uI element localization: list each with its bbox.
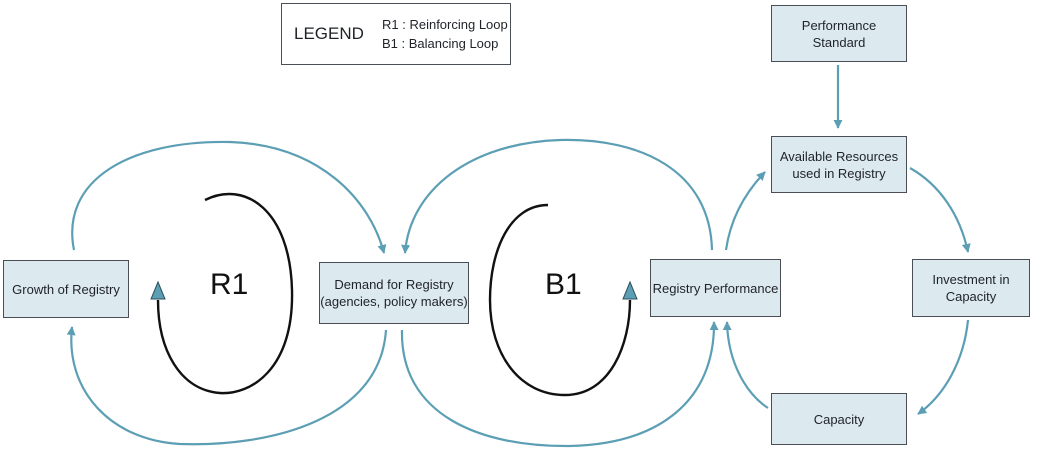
node-label: Performance xyxy=(801,17,877,33)
loop-label-b1: B1 xyxy=(545,268,582,301)
arrow-performance-to-resources xyxy=(724,171,766,251)
node-label: Registry Performance xyxy=(652,280,779,296)
legend-item-r1: R1 : Reinforcing Loop xyxy=(382,17,508,32)
node-label: used in Registry xyxy=(792,165,886,181)
arrow-demand-to-growth xyxy=(66,326,388,446)
node-label: Standard xyxy=(812,34,866,50)
node-label: Growth of Registry xyxy=(12,281,120,297)
legend-items: R1 : Reinforcing Loop B1 : Balancing Loo… xyxy=(382,15,508,53)
node-demand-for-registry: Demand for Registry (agencies, policy ma… xyxy=(319,262,469,324)
legend-title: LEGEND xyxy=(294,24,364,43)
node-growth-of-registry: Growth of Registry xyxy=(3,260,129,318)
arrow-demand-to-performance xyxy=(400,321,719,448)
arrow-investment-to-capacity xyxy=(917,319,970,415)
node-available-resources: Available Resources used in Registry xyxy=(771,136,907,193)
b1-loop-arc xyxy=(488,203,632,397)
legend-item-b1: B1 : Balancing Loop xyxy=(382,36,499,51)
arrow-resources-to-investment xyxy=(909,167,971,253)
node-label: Capacity xyxy=(945,289,997,304)
node-label: Capacity xyxy=(813,411,865,427)
node-label: Demand for Registry xyxy=(334,277,454,292)
node-investment-in-capacity: Investment in Capacity xyxy=(912,259,1030,317)
arrow-performance-to-demand xyxy=(401,138,714,254)
legend-box: LEGEND R1 : Reinforcing Loop B1 : Balanc… xyxy=(281,3,511,65)
node-label: Available Resources xyxy=(779,148,899,164)
node-registry-performance: Registry Performance xyxy=(650,259,781,317)
arrow-growth-to-demand xyxy=(71,140,387,254)
b1-loop-arrowhead xyxy=(622,280,638,300)
node-capacity: Capacity xyxy=(771,393,907,445)
node-label: (agencies, policy makers) xyxy=(320,294,468,309)
r1-loop-arc xyxy=(156,192,294,395)
r1-loop-arrowhead xyxy=(150,280,166,300)
node-performance-standard: Performance Standard xyxy=(771,5,907,62)
loop-label-r1: R1 xyxy=(210,268,249,301)
arrow-capacity-to-performance xyxy=(722,321,769,409)
node-label: Investment in xyxy=(932,272,1010,287)
